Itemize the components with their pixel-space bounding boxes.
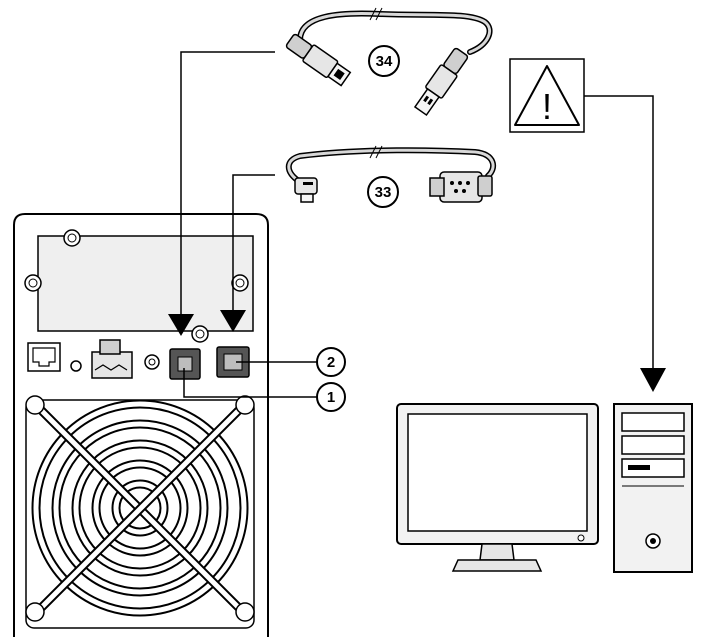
indicator-led (70, 360, 82, 372)
usb-cable-illustration: 34 (285, 7, 493, 117)
serial-cable-illustration: 33 (285, 145, 497, 208)
usb-connection-arrow (168, 51, 275, 336)
comm-slot-cover (37, 235, 254, 332)
callout-33: 33 (367, 176, 399, 208)
svg-text:1: 1 (327, 389, 335, 406)
callout-34: 34 (368, 45, 400, 77)
svg-text:2: 2 (327, 354, 335, 371)
screw-icon (24, 274, 42, 292)
warning-triangle-icon: ! (509, 58, 585, 133)
screw-icon (191, 325, 209, 343)
computer-tower-icon (613, 403, 693, 573)
usb-a-plug-icon (413, 47, 469, 117)
warning-arrow (584, 95, 666, 392)
screw-icon (144, 354, 160, 370)
screw-icon (63, 229, 81, 247)
usb-b-plug-icon (285, 33, 352, 87)
terminal-block-icon (91, 339, 133, 379)
port-1-leader: 1 (183, 368, 346, 412)
svg-text:33: 33 (375, 184, 392, 201)
rj-port-icon (27, 342, 61, 372)
usb-port-icon (169, 348, 201, 380)
warning-symbol: ! (542, 86, 552, 127)
serial-port-icon (216, 346, 250, 378)
svg-text:34: 34 (376, 53, 393, 70)
rj-plug-icon (294, 177, 318, 203)
port-2-leader: 2 (236, 347, 346, 377)
fan-guard-icon (25, 395, 255, 629)
screw-icon (231, 274, 249, 292)
db9-plug-icon (429, 171, 493, 203)
ups-rear-panel (13, 213, 269, 637)
serial-connection-arrow (220, 174, 275, 332)
computer-monitor-icon (396, 403, 599, 572)
